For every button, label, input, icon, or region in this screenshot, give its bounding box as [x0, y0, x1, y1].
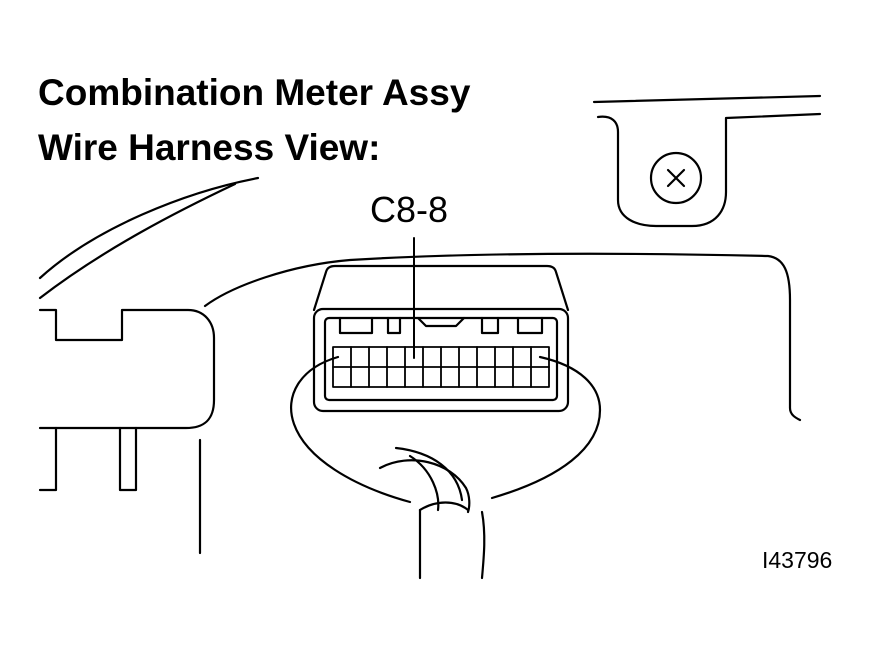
- meter-housing: [203, 252, 802, 422]
- terminal-grid: [332, 346, 550, 388]
- harness-strand-3: [408, 454, 440, 512]
- dashboard-curve-outer: [38, 176, 260, 280]
- harness-strand-2: [394, 446, 464, 502]
- connector-face-inner: [323, 316, 559, 402]
- dashboard-curve-inner: [38, 182, 237, 300]
- left-bracket-legs: [38, 426, 138, 492]
- diagram-title-line-2: Wire Harness View:: [38, 127, 381, 168]
- figure-id-label: I43796: [762, 547, 833, 573]
- harness-trunk: [418, 508, 486, 580]
- left-bracket-clip: [38, 308, 216, 430]
- screw-icon: [649, 151, 703, 205]
- connector-lock-tabs: [338, 316, 544, 335]
- harness-strand-4: [418, 501, 470, 512]
- connector-face: [312, 307, 570, 413]
- connector-callout-label: C8-8: [370, 189, 449, 230]
- connector-body: [312, 264, 570, 312]
- harness-strand-1: [378, 459, 471, 514]
- mounting-bracket: [592, 94, 822, 228]
- harness-loop-left: [290, 355, 412, 504]
- diagram-title-line-1: Combination Meter Assy: [38, 72, 471, 113]
- harness-loop-right: [490, 355, 602, 500]
